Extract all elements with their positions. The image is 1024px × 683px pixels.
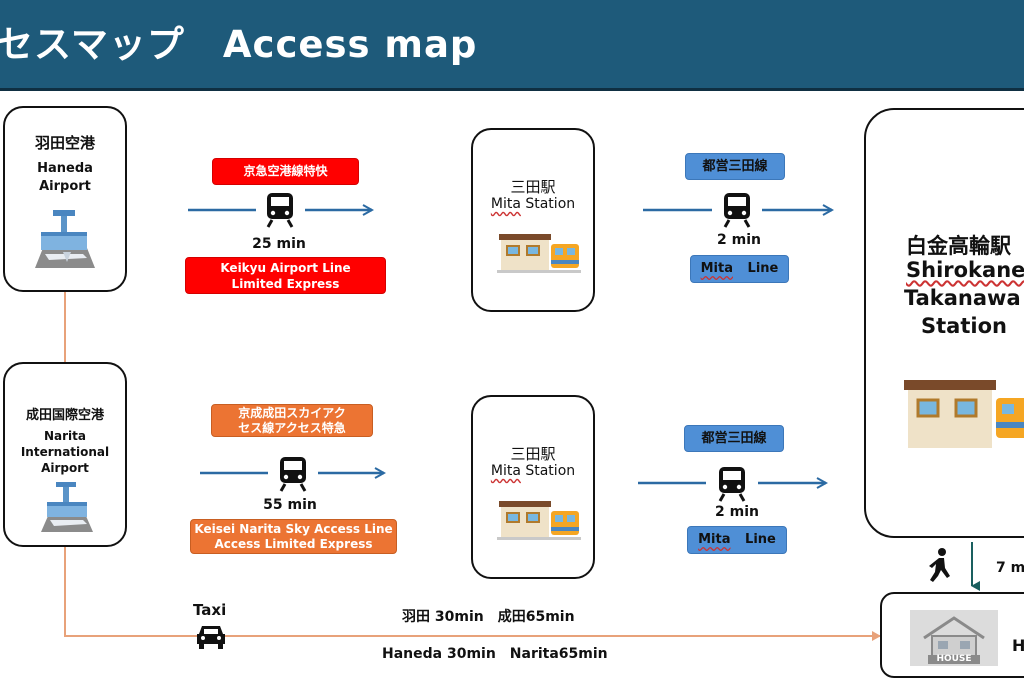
- page-title: セスマップ Access map: [0, 23, 478, 66]
- shirokane-station-clip: 白金高輪駅 Shirokane Takanawa Station: [864, 108, 1024, 538]
- shirokane-en-label-1: Shirokane: [906, 258, 1024, 282]
- house-sign: HOUSE: [936, 654, 972, 664]
- station-building-icon: [497, 234, 581, 273]
- keikyu-jp-tag: 京急空港線特快: [212, 158, 359, 185]
- taxi-en-times: Haneda 30min Narita65min: [382, 646, 608, 662]
- narita-en-label-2: International: [20, 445, 110, 459]
- house-box-clip: HOUSE H: [880, 592, 1024, 680]
- shirokane-en-label-3: Station: [921, 314, 1007, 338]
- station-building-icon: [497, 501, 581, 540]
- toei-top-jp-label: 都営三田線: [702, 159, 768, 174]
- mita-station-box-top: 三田駅 Mita Station: [471, 128, 595, 312]
- narita-en-label-3: Airport: [41, 461, 89, 475]
- mita-top-en-a: Mita: [490, 196, 521, 212]
- taxi-jp-times: 羽田 30min 成田65min: [402, 609, 575, 625]
- shirokane-station-box: 白金高輪駅 Shirokane Takanawa Station: [864, 108, 1024, 538]
- haneda-airport-box: 羽田空港 Haneda Airport: [3, 106, 127, 292]
- airport-icon: [41, 482, 93, 532]
- toei-top-en-b: Line: [747, 261, 779, 276]
- toei-bottom-en-a: Mita: [698, 532, 731, 547]
- haneda-en-label-1: Haneda: [37, 161, 93, 176]
- keikyu-jp-label: 京急空港線特快: [243, 164, 328, 178]
- walk-minutes: 7 m: [996, 560, 1024, 576]
- keisei-en-label-2: Access Limited Express: [214, 537, 373, 551]
- keikyu-en-label-2: Limited Express: [231, 277, 340, 291]
- toei-bottom-jp-tag: 都営三田線: [684, 425, 784, 452]
- train-icon: [266, 193, 294, 228]
- train-icon: [718, 467, 746, 502]
- mita-top-jp-label: 三田駅: [510, 178, 556, 196]
- shirokane-en-label-2: Takanawa: [904, 286, 1021, 310]
- toei-bottom-jp-label: 都営三田線: [701, 431, 767, 446]
- mita-station-box-bottom: 三田駅 Mita Station: [471, 395, 595, 579]
- keisei-minutes: 55 min: [263, 497, 317, 513]
- station-building-icon: [904, 380, 1024, 448]
- house-drawing: [923, 616, 985, 664]
- mita-top-en-label: Mita Station: [473, 196, 593, 212]
- mita-bottom-en-b: Station: [520, 463, 576, 479]
- toei-top-en-a: Mita: [700, 261, 734, 276]
- keikyu-en-tag: Keikyu Airport Line Limited Express: [185, 257, 386, 294]
- keisei-en-label-1: Keisei Narita Sky Access Line: [194, 522, 393, 536]
- house-icon: HOUSE: [910, 610, 998, 666]
- toei-bottom-en-tag: Mita Line: [687, 526, 787, 554]
- keikyu-minutes: 25 min: [252, 236, 306, 252]
- keikyu-en-label-1: Keikyu Airport Line: [220, 261, 351, 275]
- narita-airport-box: 成田国際空港 Narita International Airport: [3, 362, 127, 547]
- keisei-en-tag: Keisei Narita Sky Access Line Access Lim…: [190, 519, 397, 554]
- airport-icon: [35, 210, 95, 268]
- house-box: HOUSE H: [880, 592, 1024, 678]
- taxi-label: Taxi: [193, 601, 227, 619]
- walking-person-icon: [929, 548, 950, 582]
- haneda-jp-label: 羽田空港: [34, 134, 95, 152]
- keisei-jp-tag: 京成成田スカイアク セス線アクセス特急: [211, 404, 373, 437]
- mita-top-en-b: Station: [520, 196, 576, 212]
- narita-jp-label: 成田国際空港: [25, 408, 104, 423]
- toei-top-jp-tag: 都営三田線: [685, 153, 785, 180]
- toei-bottom-minutes: 2 min: [715, 504, 759, 520]
- train-icon: [723, 193, 751, 228]
- haneda-en-label-2: Airport: [39, 179, 91, 194]
- train-icon: [279, 457, 307, 492]
- keisei-jp-label-1: 京成成田スカイアク: [238, 406, 346, 420]
- toei-top-en-tag: Mita Line: [690, 255, 789, 283]
- narita-en-label-1: Narita: [43, 429, 86, 443]
- mita-bottom-en-a: Mita: [490, 463, 521, 479]
- toei-bottom-en-b: Line: [745, 532, 776, 547]
- mita-bottom-en-label: Mita Station: [473, 463, 593, 479]
- keisei-jp-label-2: セス線アクセス特急: [238, 421, 346, 435]
- taxi-route-line: [64, 547, 881, 641]
- header-bar: [0, 0, 1024, 91]
- taxi-car-icon: [197, 626, 225, 649]
- shirokane-jp-label: 白金高輪駅: [906, 234, 1011, 258]
- mita-bottom-jp-label: 三田駅: [510, 445, 556, 463]
- house-label: H: [1012, 636, 1024, 655]
- toei-top-minutes: 2 min: [717, 232, 761, 248]
